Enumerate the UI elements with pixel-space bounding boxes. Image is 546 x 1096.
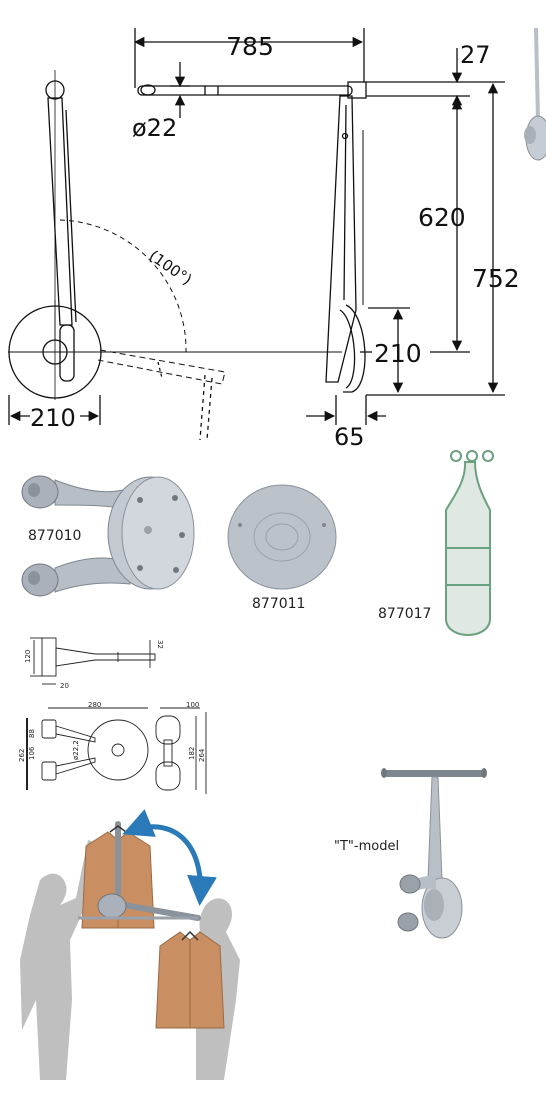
swing-arrow bbox=[122, 809, 217, 906]
dim-27: 27 bbox=[460, 41, 491, 69]
part-877017-label: 877017 bbox=[378, 606, 431, 622]
dim-210-right: 210 bbox=[374, 339, 422, 368]
usage-illustration bbox=[20, 809, 240, 1080]
small-plan-drawing bbox=[26, 707, 207, 794]
dim-angle: (100°) bbox=[146, 247, 196, 289]
svg-text:106: 106 bbox=[28, 746, 36, 760]
right-wall-plate bbox=[343, 304, 366, 393]
dim-65: 65 bbox=[334, 423, 365, 451]
svg-text:280: 280 bbox=[88, 701, 101, 709]
small-side-drawing bbox=[30, 637, 156, 685]
svg-text:120: 120 bbox=[24, 650, 32, 663]
dim-210-left: 210 bbox=[30, 404, 76, 432]
rail-top bbox=[137, 85, 353, 96]
part-877011-image bbox=[227, 484, 337, 590]
svg-text:100: 100 bbox=[186, 701, 199, 709]
small-plan-labels: 280 262 106 88 ø22,2 100 182 264 bbox=[18, 701, 206, 762]
product-photo-top-right bbox=[524, 28, 546, 161]
small-side-labels: 120 20 32 bbox=[24, 640, 164, 690]
main-technical-drawing bbox=[8, 28, 505, 441]
svg-text:20: 20 bbox=[60, 682, 69, 690]
part-877010-image bbox=[21, 475, 195, 597]
part-877017-image bbox=[445, 450, 494, 636]
part-877011-label: 877011 bbox=[252, 596, 305, 612]
t-model-label: "T"-model bbox=[334, 839, 399, 854]
svg-text:ø22,2: ø22,2 bbox=[72, 740, 80, 760]
right-arm bbox=[325, 95, 357, 383]
dim-diameter: ø22 bbox=[132, 114, 177, 142]
svg-text:32: 32 bbox=[156, 640, 164, 649]
svg-text:88: 88 bbox=[28, 729, 36, 738]
svg-text:182: 182 bbox=[188, 747, 196, 760]
dim-620: 620 bbox=[418, 203, 466, 232]
dim-752: 752 bbox=[472, 264, 520, 293]
person-left bbox=[20, 840, 94, 1080]
dim-785: 785 bbox=[226, 32, 274, 61]
part-877010-label: 877010 bbox=[28, 528, 81, 544]
svg-text:262: 262 bbox=[18, 749, 26, 762]
svg-text:264: 264 bbox=[198, 748, 206, 762]
t-model-product-image bbox=[381, 768, 487, 939]
